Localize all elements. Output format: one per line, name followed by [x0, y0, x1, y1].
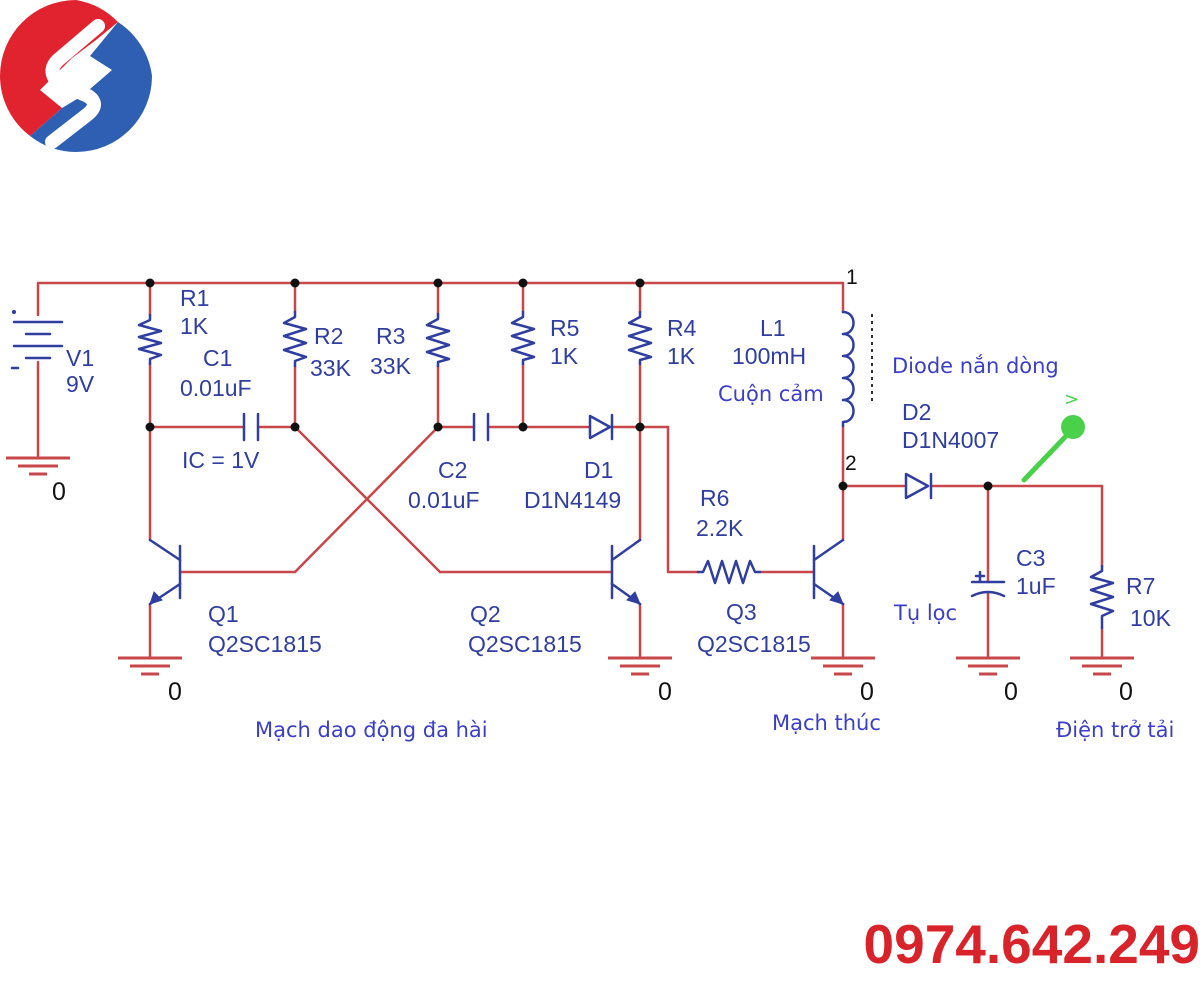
junction-dots [145, 278, 993, 491]
company-logo-icon [0, 0, 152, 152]
transistor-q1-icon [148, 538, 182, 606]
r2-value: 33K [310, 355, 352, 381]
r2-name: R2 [314, 323, 343, 349]
resistor-r5-icon [510, 310, 536, 366]
ground-label-q1: 0 [168, 678, 182, 706]
battery-v1-icon [10, 309, 64, 370]
resistor-r1-icon [137, 313, 163, 366]
c3-name: C3 [1016, 545, 1045, 571]
ground-label-r7: 0 [1119, 678, 1133, 706]
r6-value: 2.2K [696, 515, 744, 541]
inductor-l1-icon [841, 310, 873, 428]
q2-name: Q2 [470, 601, 501, 627]
q1-value: Q2SC1815 [208, 631, 322, 657]
l1-name: L1 [760, 315, 786, 341]
c2-name: C2 [438, 457, 467, 483]
r3-value: 33K [370, 353, 412, 379]
d2-description: Diode nắn dòng [892, 354, 1059, 378]
q3-value: Q2SC1815 [697, 631, 811, 657]
d2-name: D2 [902, 399, 931, 425]
voltage-probe-icon: > [1021, 389, 1085, 483]
capacitor-c2-icon [472, 412, 490, 442]
resistor-r6-icon [696, 559, 762, 585]
phone-number[interactable]: 0974.642.249 [863, 913, 1200, 975]
c1-initial-condition: IC = 1V [182, 447, 260, 473]
v1-value: 9V [66, 371, 95, 397]
q2-value: Q2SC1815 [468, 631, 582, 657]
transistor-q2-icon [610, 538, 642, 606]
r7-name: R7 [1126, 573, 1155, 599]
ground-label-q2: 0 [658, 678, 672, 706]
r5-value: 1K [550, 343, 579, 369]
c3-value: 1uF [1016, 573, 1056, 599]
ground-label-v1: 0 [52, 478, 66, 506]
section-load-caption: Điện trở tải [1056, 718, 1174, 742]
r4-value: 1K [667, 343, 696, 369]
c3-description: Tụ lọc [893, 601, 957, 625]
section-oscillator-caption: Mạch dao động đa hài [255, 718, 488, 742]
q3-name: Q3 [726, 599, 757, 625]
probe-mark: > [1064, 389, 1079, 410]
resistor-r3-icon [425, 312, 451, 368]
v1-name: V1 [66, 345, 94, 371]
c1-name: C1 [203, 345, 232, 371]
c1-value: 0.01uF [180, 375, 252, 401]
q1-name: Q1 [208, 601, 239, 627]
node-2-label: 2 [845, 452, 857, 475]
c2-value: 0.01uF [408, 487, 480, 513]
l1-description: Cuộn cảm [718, 382, 824, 406]
r1-name: R1 [180, 285, 209, 311]
node-1-label: 1 [846, 266, 858, 289]
diode-d2-icon [904, 472, 933, 500]
wires [36, 281, 1104, 660]
resistor-r7-icon [1089, 564, 1115, 630]
d1-value: D1N4149 [524, 487, 621, 513]
resistor-r4-icon [627, 310, 653, 366]
diode-d1-icon [588, 413, 614, 441]
r6-name: R6 [700, 485, 729, 511]
l1-value: 100mH [732, 343, 806, 369]
r1-value: 1K [180, 313, 209, 339]
ground-label-q3: 0 [860, 678, 874, 706]
ground-label-c3: 0 [1004, 678, 1018, 706]
d1-name: D1 [584, 457, 613, 483]
r4-name: R4 [667, 315, 697, 341]
resistor-r2-icon [282, 310, 308, 368]
r7-value: 10K [1130, 605, 1172, 631]
r3-name: R3 [376, 323, 405, 349]
capacitor-c3-icon [970, 570, 1006, 598]
transistor-q3-icon [812, 538, 845, 606]
d2-value: D1N4007 [902, 427, 999, 453]
capacitor-c1-icon [242, 412, 260, 442]
r5-name: R5 [550, 315, 579, 341]
section-driver-caption: Mạch thúc [772, 711, 881, 735]
